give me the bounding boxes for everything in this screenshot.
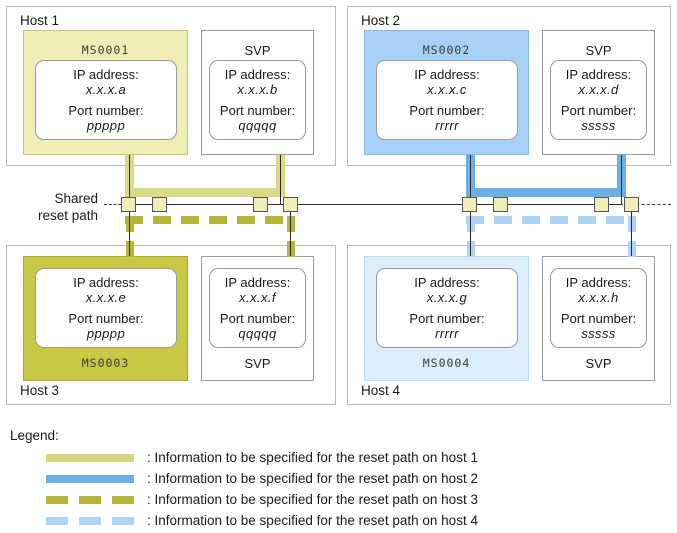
drop-line-host3-ms	[129, 205, 130, 256]
drop-line-host4-ms	[470, 205, 471, 256]
riser-line-host2-ms	[470, 155, 471, 204]
ip-value: x.x.x.g	[426, 289, 468, 305]
node-title-ms0001: MS0001	[81, 43, 130, 57]
ip-label: IP address:	[414, 66, 480, 82]
port-value: sssss	[581, 325, 616, 341]
node-title-svp-host3: SVP	[244, 356, 271, 371]
bus-dashed-right	[631, 204, 671, 205]
port-label: Port number:	[219, 310, 296, 326]
ribbon-host3-vertical-ms	[126, 216, 134, 262]
port-label: Port number:	[409, 102, 485, 118]
drop-line-host4-svp	[631, 205, 632, 256]
bus-dashed-left	[104, 204, 126, 205]
riser-line-host1-svp	[280, 155, 281, 204]
ribbon-host3-horizontal	[125, 216, 295, 224]
info-card-ms0004: IP address: x.x.x.g Port number: rrrrr	[376, 268, 518, 348]
legend-text-host3: : Information to be specified for the re…	[147, 492, 478, 507]
legend-text-host1: : Information to be specified for the re…	[147, 450, 478, 465]
node-title-ms0002: MS0002	[422, 43, 471, 57]
node-title-svp-host2: SVP	[585, 43, 612, 58]
riser-line-host2-svp	[621, 155, 622, 204]
ribbon-host4-vertical-ms	[467, 216, 475, 262]
port-label: Port number:	[219, 102, 296, 118]
bus-connector-7[interactable]	[594, 197, 609, 212]
port-value: sssss	[581, 117, 616, 133]
ribbon-host4-horizontal	[466, 216, 636, 224]
port-value: ppppp	[86, 325, 126, 341]
bus-connector-5[interactable]	[462, 197, 477, 212]
info-card-svp-host1: IP address: x.x.x.b Port number: qqqqq	[209, 60, 306, 140]
legend-swatch-host2	[46, 475, 134, 483]
info-card-svp-host3: IP address: x.x.x.f Port number: qqqqq	[209, 268, 306, 348]
bus-connector-4[interactable]	[283, 197, 298, 212]
ip-label: IP address:	[224, 66, 291, 82]
info-card-svp-host2: IP address: x.x.x.d Port number: sssss	[550, 60, 647, 140]
ip-label: IP address:	[565, 66, 632, 82]
ip-value: x.x.x.e	[85, 289, 127, 305]
legend: Legend: : Information to be specified fo…	[0, 420, 677, 533]
host-label-host3: Host 3	[20, 383, 60, 398]
ip-label: IP address:	[73, 66, 139, 82]
ribbon-host2-horizontal	[466, 188, 626, 197]
ip-value: x.x.x.h	[578, 289, 619, 305]
port-value: qqqqq	[238, 117, 277, 133]
node-title-svp-host1: SVP	[244, 43, 271, 58]
ip-value: x.x.x.a	[85, 81, 127, 97]
shared-reset-path-label-line2: reset path	[37, 208, 98, 223]
port-label: Port number:	[560, 102, 637, 118]
ip-label: IP address:	[73, 274, 139, 290]
port-label: Port number:	[409, 310, 485, 326]
ip-label: IP address:	[414, 274, 480, 290]
port-value: ppppp	[86, 117, 126, 133]
ip-value: x.x.x.d	[578, 81, 619, 97]
info-card-ms0003: IP address: x.x.x.e Port number: ppppp	[35, 268, 177, 348]
info-card-ms0002: IP address: x.x.x.c Port number: rrrrr	[376, 60, 518, 140]
info-card-ms0001: IP address: x.x.x.a Port number: ppppp	[35, 60, 177, 140]
host-label-host2: Host 2	[361, 13, 401, 28]
bus-connector-8[interactable]	[624, 197, 639, 212]
legend-title: Legend:	[10, 428, 59, 443]
ribbon-host3-vertical-svp	[287, 216, 295, 262]
bus-connector-1[interactable]	[121, 197, 136, 212]
port-label: Port number:	[68, 310, 144, 326]
node-title-svp-host4: SVP	[585, 356, 612, 371]
drop-line-host3-svp	[290, 205, 291, 256]
bus-connector-6[interactable]	[493, 197, 508, 212]
shared-reset-path-label-line1: Shared	[54, 191, 98, 206]
port-label: Port number:	[68, 102, 144, 118]
legend-text-host4: : Information to be specified for the re…	[147, 513, 478, 528]
info-card-svp-host4: IP address: x.x.x.h Port number: sssss	[550, 268, 647, 348]
port-value: qqqqq	[238, 325, 277, 341]
ip-label: IP address:	[565, 274, 632, 290]
shared-reset-path-label: Shared reset path	[4, 190, 98, 224]
ip-value: x.x.x.c	[427, 81, 467, 97]
bus-connector-3[interactable]	[253, 197, 268, 212]
port-value: rrrrr	[435, 325, 459, 341]
port-label: Port number:	[560, 310, 637, 326]
port-value: rrrrr	[435, 117, 459, 133]
bus-solid-main	[126, 204, 623, 205]
legend-text-host2: : Information to be specified for the re…	[147, 471, 478, 486]
host-label-host4: Host 4	[361, 383, 401, 398]
legend-swatch-host1	[46, 454, 134, 462]
bus-connector-2[interactable]	[152, 197, 167, 212]
riser-line-host1-ms	[129, 155, 130, 204]
host-label-host1: Host 1	[20, 13, 60, 28]
ip-value: x.x.x.f	[239, 289, 276, 305]
node-title-ms0004: MS0004	[422, 356, 471, 370]
legend-swatch-host3	[46, 496, 134, 504]
ip-label: IP address:	[224, 274, 291, 290]
ribbon-host1-horizontal	[125, 188, 285, 197]
legend-swatch-host4	[46, 517, 134, 525]
ip-value: x.x.x.b	[237, 81, 278, 97]
ribbon-host4-vertical-svp	[628, 216, 636, 262]
node-title-ms0003: MS0003	[81, 356, 130, 370]
